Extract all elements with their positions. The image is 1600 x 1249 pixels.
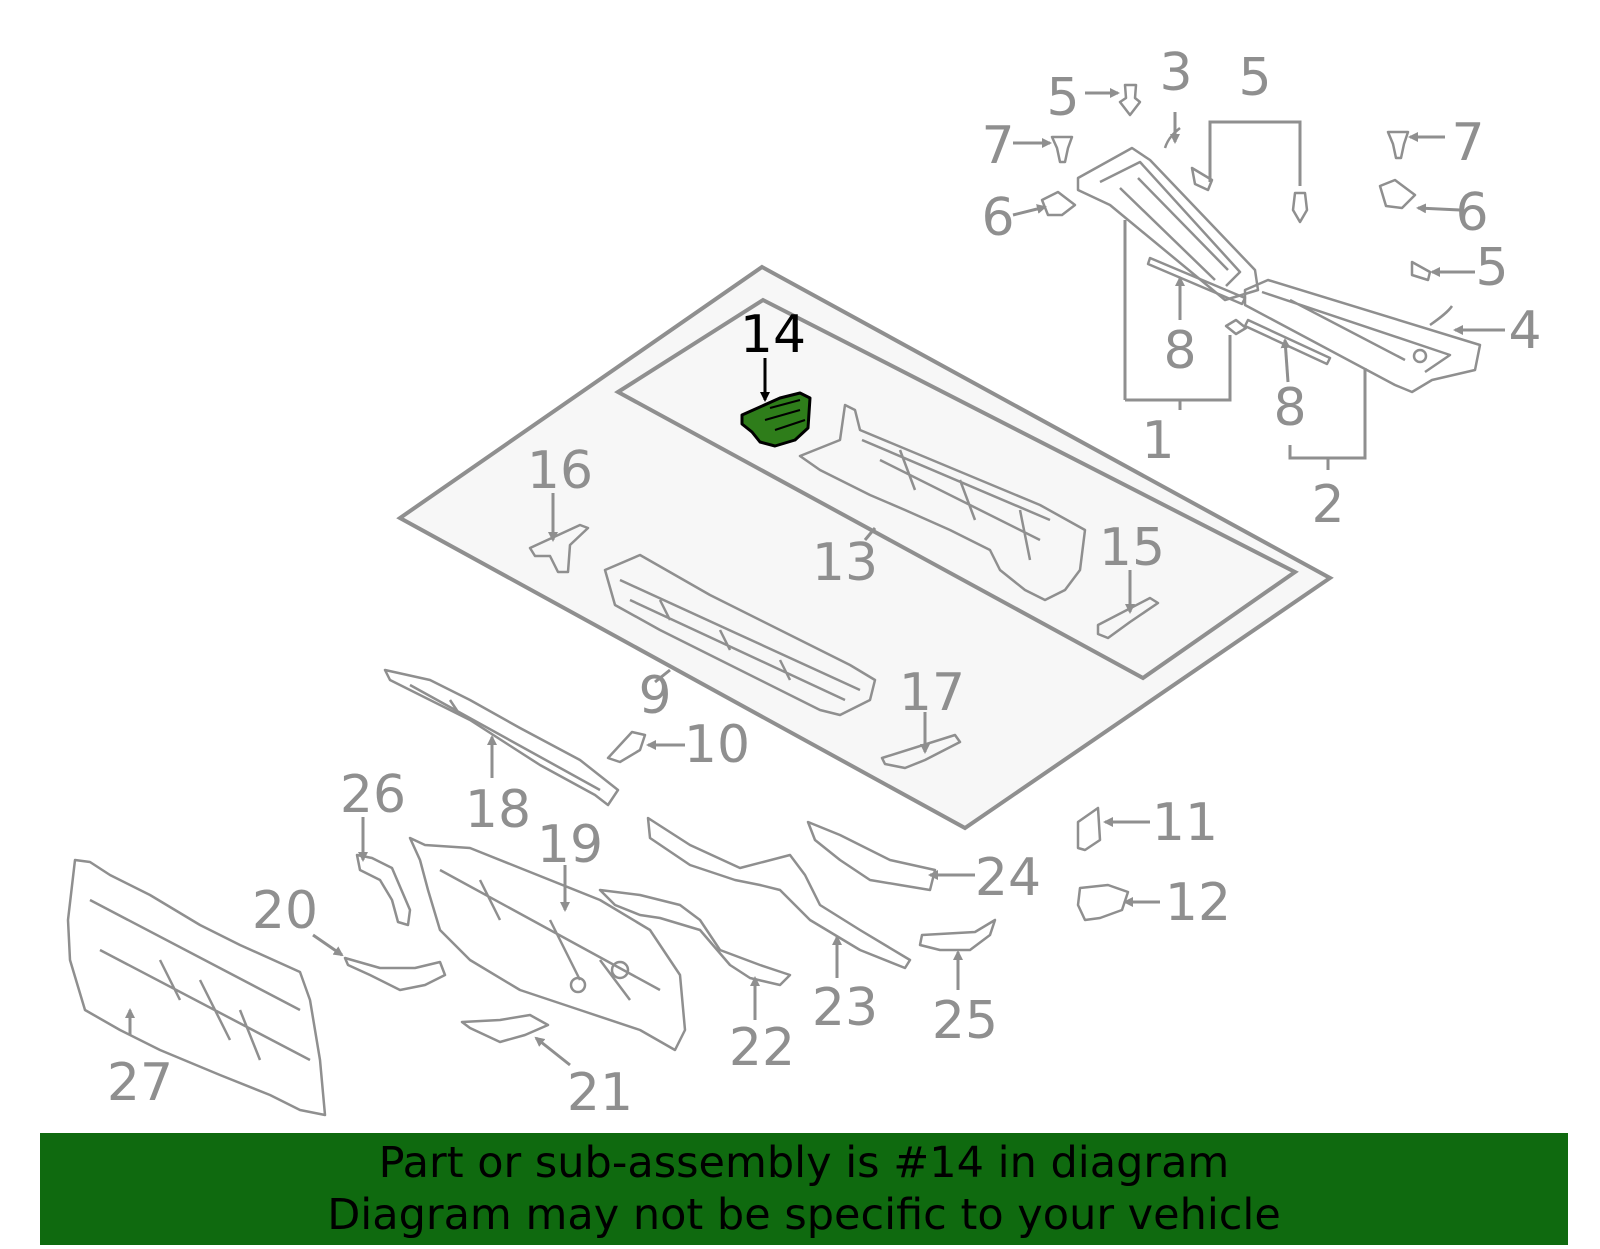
parts-diagram: 1 2 3 4 5 5 5 6 6 7 7 8 8 9 10 11 12 13 … bbox=[66, 43, 1542, 1123]
callout-27: 27 bbox=[107, 1053, 173, 1113]
callout-7b: 7 bbox=[1451, 113, 1484, 173]
callout-12: 12 bbox=[1165, 873, 1231, 933]
callout-20: 20 bbox=[252, 881, 318, 941]
callout-3: 3 bbox=[1159, 43, 1192, 103]
callout-9: 9 bbox=[638, 666, 671, 726]
callout-2: 2 bbox=[1311, 475, 1344, 535]
part-22 bbox=[598, 888, 792, 987]
callout-8b: 8 bbox=[1273, 378, 1306, 438]
callout-1: 1 bbox=[1141, 411, 1174, 471]
info-banner: Part or sub-assembly is #14 in diagram D… bbox=[40, 1133, 1568, 1245]
callout-8a: 8 bbox=[1163, 321, 1196, 381]
cowl-top-panel-right bbox=[1243, 278, 1482, 394]
callout-19: 19 bbox=[537, 815, 603, 875]
callout-22: 22 bbox=[729, 1018, 795, 1078]
part-25 bbox=[918, 918, 997, 952]
callout-21: 21 bbox=[567, 1063, 633, 1123]
callout-25: 25 bbox=[932, 991, 998, 1051]
callout-23: 23 bbox=[812, 978, 878, 1038]
callout-5a: 5 bbox=[1046, 68, 1079, 128]
callout-6a: 6 bbox=[981, 188, 1014, 248]
part-14-highlighted[interactable] bbox=[740, 391, 812, 448]
part-24 bbox=[806, 820, 937, 892]
part-9 bbox=[603, 553, 877, 717]
inner-panel bbox=[614, 297, 1299, 681]
callouts: 1 2 3 4 5 5 5 6 6 7 7 8 8 9 10 11 12 13 … bbox=[107, 43, 1542, 1123]
part-13 bbox=[798, 403, 1087, 602]
part-20 bbox=[343, 956, 447, 992]
callout-26: 26 bbox=[340, 765, 406, 825]
part-12 bbox=[1076, 883, 1130, 922]
callout-16: 16 bbox=[527, 441, 593, 501]
part-21 bbox=[460, 1013, 550, 1044]
outer-panel bbox=[396, 264, 1334, 831]
part-15 bbox=[1096, 596, 1160, 640]
leader-lines bbox=[125, 88, 1505, 1067]
callout-10: 10 bbox=[684, 715, 750, 775]
part-17 bbox=[880, 733, 962, 770]
part-18 bbox=[383, 668, 620, 807]
part-23 bbox=[646, 816, 912, 970]
callout-17: 17 bbox=[899, 663, 965, 723]
callout-18: 18 bbox=[465, 780, 531, 840]
part-27 bbox=[66, 858, 327, 1117]
part-26 bbox=[355, 853, 412, 927]
callout-5c: 5 bbox=[1475, 238, 1508, 298]
callout-5b: 5 bbox=[1238, 48, 1271, 108]
callout-7a: 7 bbox=[981, 116, 1014, 176]
cowl-seals bbox=[1146, 127, 1454, 366]
callout-14: 14 bbox=[740, 305, 806, 365]
part-19 bbox=[408, 836, 687, 1052]
part-10 bbox=[606, 730, 647, 764]
fasteners bbox=[1040, 83, 1432, 336]
callout-11: 11 bbox=[1152, 793, 1218, 853]
part-11 bbox=[1076, 806, 1102, 852]
callout-15: 15 bbox=[1099, 518, 1165, 578]
callout-24: 24 bbox=[975, 848, 1041, 908]
cowl-top-panel-left bbox=[1076, 146, 1260, 302]
callout-13: 13 bbox=[812, 533, 878, 593]
banner-line-2: Diagram may not be specific to your vehi… bbox=[327, 1190, 1281, 1240]
banner-line-1: Part or sub-assembly is #14 in diagram bbox=[378, 1138, 1230, 1188]
part-16 bbox=[528, 523, 590, 574]
callout-6b: 6 bbox=[1455, 183, 1488, 243]
callout-4: 4 bbox=[1508, 301, 1541, 361]
